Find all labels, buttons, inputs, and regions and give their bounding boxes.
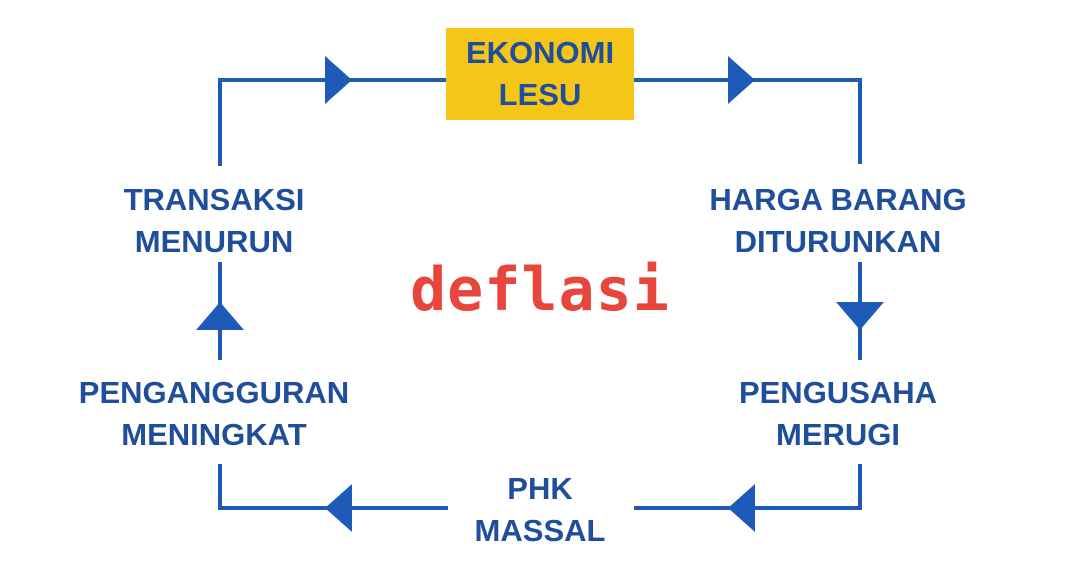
arrow-left-icon [325, 484, 352, 532]
arrow-up-icon [196, 302, 244, 330]
arrow-right-icon [728, 56, 755, 104]
connector-top-left [218, 78, 448, 166]
connector-top-right [632, 78, 862, 164]
node-transaksi-menurun: TRANSAKSI MENURUN [124, 179, 305, 263]
node-pengusaha-merugi: PENGUSAHA MERUGI [739, 372, 937, 456]
node-label-line: MENURUN [134, 224, 294, 259]
node-label-line: PHK [507, 471, 573, 506]
node-label-line: PENGUSAHA [738, 375, 938, 410]
node-label-line: LESU [498, 77, 582, 112]
node-label-line: EKONOMI [465, 35, 615, 70]
node-phk-massal: PHK MASSAL [475, 468, 606, 552]
node-label-line: HARGA BARANG [709, 182, 967, 217]
connector-bottom-right [634, 464, 862, 510]
connector-bottom-left [218, 464, 448, 510]
node-label-line: DITURUNKAN [734, 224, 942, 259]
node-harga-barang: HARGA BARANG DITURUNKAN [709, 179, 966, 263]
arrow-right-icon [325, 56, 352, 104]
node-label-line: MASSAL [474, 513, 606, 548]
center-label-deflasi: deflasi [410, 255, 670, 325]
node-pengangguran-meningkat: PENGANGGURAN MENINGKAT [79, 372, 349, 456]
arrow-down-icon [836, 302, 884, 330]
node-label-line: MERUGI [776, 417, 900, 452]
node-label-line: PENGANGGURAN [78, 375, 350, 410]
node-label-line: TRANSAKSI [123, 182, 305, 217]
node-ekonomi-lesu: EKONOMI LESU [446, 28, 634, 120]
arrow-left-icon [728, 484, 755, 532]
node-label-line: MENINGKAT [121, 417, 307, 452]
